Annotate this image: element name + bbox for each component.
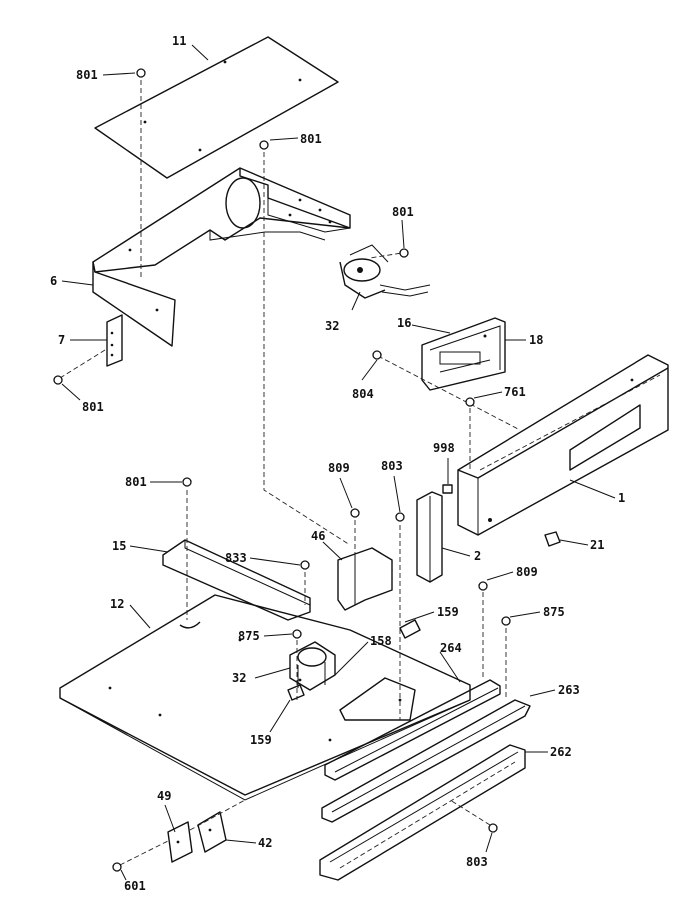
label-998: 998 [433, 441, 455, 455]
label-42: 42 [258, 836, 272, 850]
screw-801-left [53, 375, 63, 385]
screw-801-top [136, 68, 146, 78]
screw-801-frame [259, 140, 269, 150]
heat-shield-bracket [337, 547, 393, 611]
rear-brace [162, 539, 311, 621]
upper-motor-assembly [339, 244, 431, 299]
label-18: 18 [529, 333, 543, 347]
part-labels: 11 801 801 801 6 7 801 32 16 18 804 761 … [50, 34, 625, 893]
label-264: 264 [440, 641, 462, 655]
label-803-upper: 803 [381, 459, 403, 473]
label-2: 2 [474, 549, 481, 563]
label-875-left: 875 [238, 629, 260, 643]
bracket-159-lower [287, 684, 305, 701]
fasteners [53, 68, 511, 872]
label-801-base: 801 [125, 475, 147, 489]
front-rail-264 [324, 679, 501, 781]
screw-803-upper [395, 512, 405, 522]
label-801-frame: 801 [300, 132, 322, 146]
label-804: 804 [352, 387, 374, 401]
label-801-motor: 801 [392, 205, 414, 219]
label-761: 761 [504, 385, 526, 399]
panel-nut [544, 531, 561, 547]
screw-833 [300, 560, 310, 570]
side-trim-strip [416, 491, 443, 583]
label-801-top: 801 [76, 68, 98, 82]
panel-clip [442, 484, 453, 494]
main-base-plate [59, 594, 471, 801]
label-809-upper: 809 [328, 461, 350, 475]
label-875-right: 875 [543, 605, 565, 619]
label-32-lower: 32 [232, 671, 246, 685]
alignment-lines [59, 80, 521, 866]
label-833: 833 [225, 551, 247, 565]
screw-601 [112, 862, 122, 872]
screw-809-lower [478, 581, 488, 591]
label-262: 262 [550, 745, 572, 759]
screw-809-upper [350, 508, 360, 518]
screw-803-lower [488, 823, 498, 833]
label-21: 21 [590, 538, 604, 552]
bracket-49 [167, 821, 193, 863]
label-159-upper: 159 [437, 605, 459, 619]
label-1: 1 [618, 491, 625, 505]
bracket-159-upper [399, 619, 421, 639]
front-trim-263 [321, 699, 531, 823]
screw-761 [465, 397, 475, 407]
label-46: 46 [311, 529, 325, 543]
label-6: 6 [50, 274, 57, 288]
left-bracket [106, 314, 123, 367]
label-15: 15 [112, 539, 126, 553]
upper-frame-panel [92, 167, 351, 347]
front-control-panel [457, 354, 669, 536]
label-32-upper: 32 [325, 319, 339, 333]
leader-lines [61, 44, 616, 881]
label-16: 16 [397, 316, 411, 330]
label-11: 11 [172, 34, 186, 48]
top-cover-plate [94, 36, 339, 179]
label-7: 7 [58, 333, 65, 347]
screw-801-motor [399, 248, 409, 258]
screw-875-left [292, 629, 302, 639]
label-263: 263 [558, 683, 580, 697]
label-158: 158 [370, 634, 392, 648]
label-809-lower: 809 [516, 565, 538, 579]
label-49: 49 [157, 789, 171, 803]
vent-grille-262 [319, 744, 526, 881]
label-601: 601 [124, 879, 146, 893]
screw-801-base [182, 477, 192, 487]
label-159-lower: 159 [250, 733, 272, 747]
control-module [421, 317, 506, 391]
label-801-left: 801 [82, 400, 104, 414]
screw-804 [372, 350, 382, 360]
screw-875-right [501, 616, 511, 626]
label-12: 12 [110, 597, 124, 611]
label-803-lower: 803 [466, 855, 488, 869]
